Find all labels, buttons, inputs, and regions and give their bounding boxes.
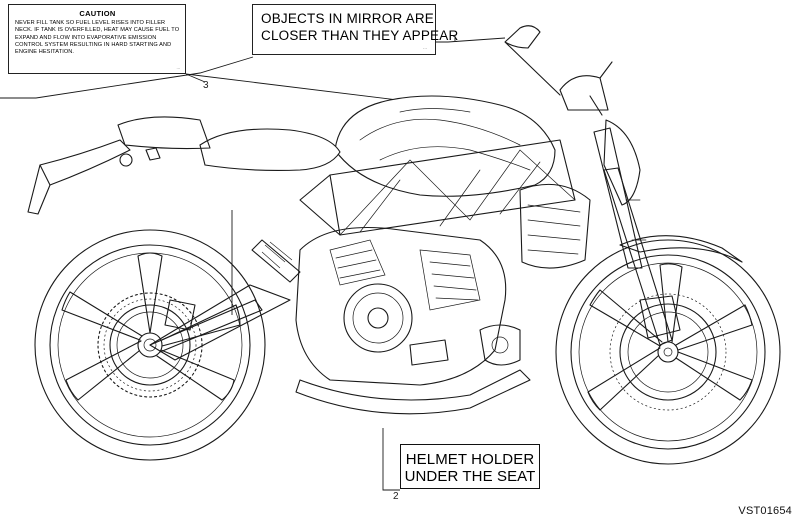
fuel-tank [334, 95, 556, 197]
callout-1: 1 [452, 34, 458, 45]
seat-and-tail [27, 116, 341, 215]
mirror-label-line-2: CLOSER THAN THEY APPEAR [261, 28, 459, 43]
callout-2: 2 [393, 491, 399, 502]
rear-brake [103, 298, 197, 392]
front-wheel [555, 235, 781, 465]
exhaust [295, 324, 531, 415]
callout-3: 3 [203, 80, 209, 91]
helmet-holder-label: HELMET HOLDER UNDER THE SEAT [400, 444, 540, 489]
engine [295, 226, 507, 386]
mirror-warning-label: OBJECTS IN MIRROR ARE CLOSER THAN THEY A… [252, 4, 459, 55]
radiator-panel [519, 183, 591, 269]
rear-wheel [34, 229, 266, 461]
helmet-label-line-1: HELMET HOLDER [405, 451, 535, 468]
trellis-frame [299, 139, 576, 236]
helmet-label-line-2: UNDER THE SEAT [404, 468, 536, 485]
caution-text: NEVER FILL TANK SO FUEL LEVEL RISES INTO… [15, 20, 180, 56]
caution-title: CAUTION [79, 9, 116, 18]
fuel-caution-label: CAUTION NEVER FILL TANK SO FUEL LEVEL RI… [8, 4, 186, 74]
mirror-label-code-mark: ··· [423, 46, 427, 51]
front-fork [504, 25, 673, 346]
caution-label-code-mark: ··· [176, 67, 181, 71]
diagram-reference-code: VST01654 [738, 505, 792, 517]
front-brake [609, 293, 727, 411]
mirror-label-line-1: OBJECTS IN MIRROR ARE [261, 11, 434, 26]
swingarm [97, 239, 301, 398]
